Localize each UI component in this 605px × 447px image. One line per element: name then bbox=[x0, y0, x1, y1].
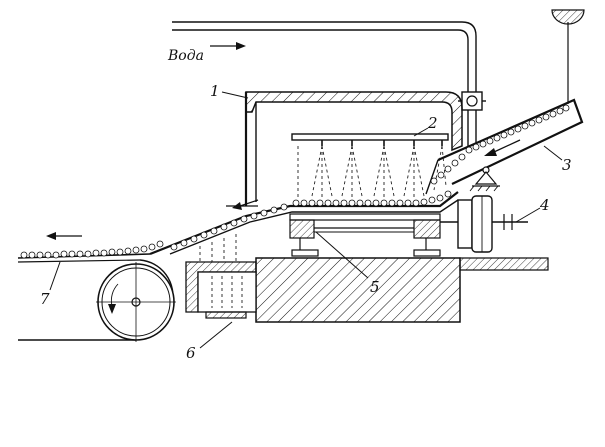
rotation-arrow-icon bbox=[108, 304, 116, 314]
output-conveyor bbox=[17, 232, 176, 342]
leader-lines bbox=[49, 91, 563, 349]
tray-flow-arrow-icon bbox=[232, 199, 259, 210]
callout-7: 7 bbox=[40, 290, 50, 308]
housing bbox=[226, 91, 463, 207]
vibrating-tray bbox=[149, 190, 459, 262]
callout-4: 4 bbox=[539, 196, 550, 214]
spray-manifold bbox=[291, 133, 449, 200]
callout-5: 5 bbox=[370, 278, 380, 296]
conveyor-drum bbox=[96, 262, 176, 342]
drain-tank bbox=[185, 261, 257, 319]
callout-2: 2 bbox=[427, 114, 438, 132]
callout-1: 1 bbox=[210, 82, 220, 100]
drive-motor bbox=[440, 195, 528, 253]
drain-drips bbox=[199, 234, 237, 262]
belt-product bbox=[20, 240, 164, 259]
water-pipe bbox=[172, 21, 486, 148]
vibrator-support bbox=[289, 213, 441, 257]
callout-3: 3 bbox=[562, 156, 572, 174]
feed-chute bbox=[425, 98, 584, 195]
water-flow-arrow-icon bbox=[210, 42, 246, 50]
water-label: Вода bbox=[167, 48, 204, 64]
callout-6: 6 bbox=[186, 344, 196, 362]
ceiling-mount bbox=[551, 9, 585, 104]
chute-flow-arrow-icon bbox=[484, 139, 521, 156]
spray-nozzles bbox=[321, 140, 443, 146]
chute-pivot-icon bbox=[469, 166, 500, 192]
output-flow-arrow-icon bbox=[46, 232, 82, 240]
foundation bbox=[255, 257, 549, 323]
water-sprays bbox=[297, 145, 447, 200]
tray-product bbox=[170, 190, 452, 251]
chute-product bbox=[430, 104, 570, 185]
